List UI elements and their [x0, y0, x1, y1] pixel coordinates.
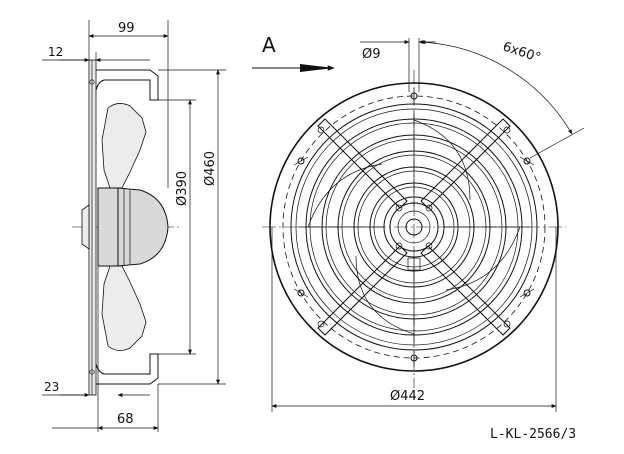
- dim-outer-diameter-label: Ø460: [203, 151, 218, 186]
- dim-hole-pattern-label: 6x60°: [501, 40, 543, 66]
- dim-hole-diameter-label: Ø9: [362, 47, 381, 62]
- mounting-holes: [293, 88, 535, 366]
- dim-width-label: 99: [118, 21, 135, 36]
- view-arrow: A: [252, 33, 335, 72]
- dim-inner-diameter-label: Ø390: [175, 171, 190, 206]
- front-view: Ø9 6x60° Ø442: [262, 38, 585, 412]
- view-a-label: A: [262, 33, 276, 57]
- dim-bolt-circle-label: Ø442: [390, 389, 425, 404]
- dim-rear-offset-label: 23: [44, 380, 59, 394]
- dim-motor-depth-label: 68: [117, 412, 134, 427]
- side-view: 99 12 Ø390 Ø460 23 68: [42, 20, 226, 432]
- dim-front-offset-label: 12: [48, 45, 63, 59]
- drawing-reference: L-KL-2566/3: [490, 427, 576, 442]
